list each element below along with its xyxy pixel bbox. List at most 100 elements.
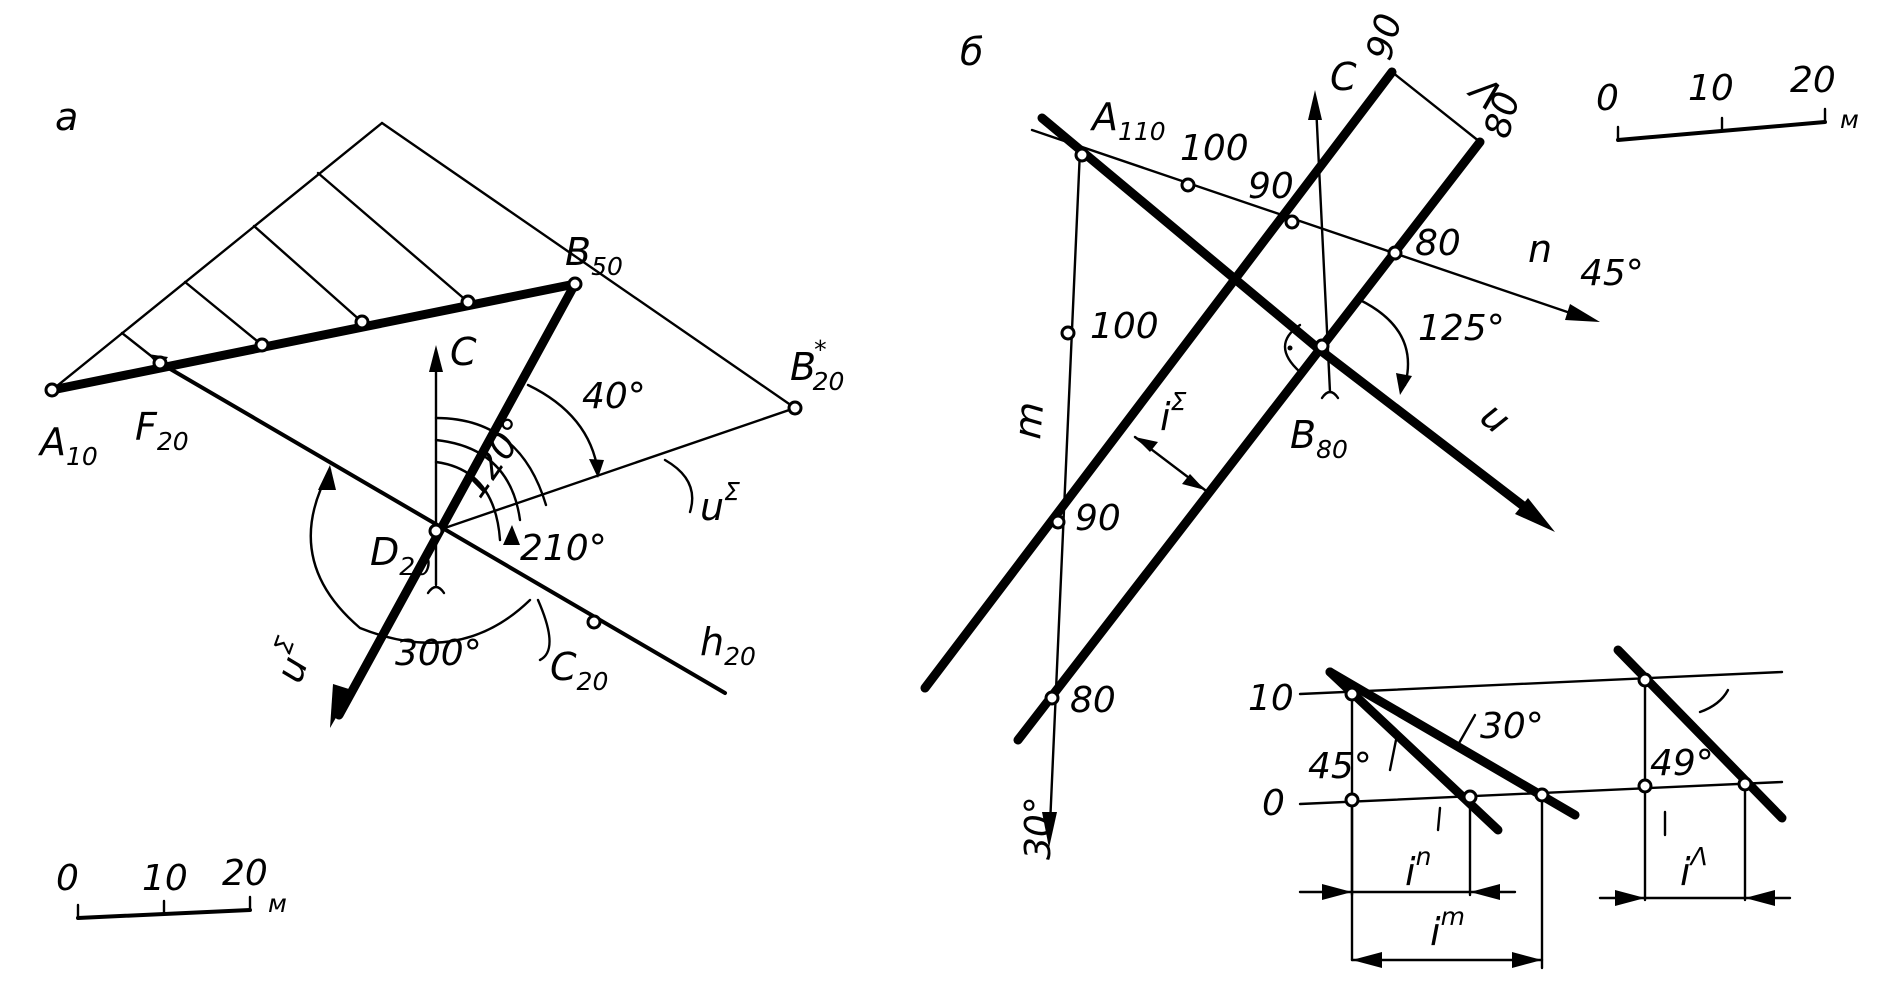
point-B50	[567, 276, 583, 292]
panel-a: а	[37, 95, 844, 920]
scale-b-unit: м	[1840, 105, 1859, 134]
line-B-D	[334, 279, 580, 720]
u-sigma-arrowhead	[330, 684, 352, 728]
angle-45-leader	[1388, 738, 1398, 772]
north-mark	[426, 585, 446, 595]
i-sigma-head-2	[1182, 474, 1205, 490]
label-north-a: С	[450, 330, 477, 374]
point-n100	[1180, 177, 1196, 193]
profile-angle-49: 49°	[1650, 743, 1714, 784]
label-north-b: С	[1330, 55, 1357, 99]
scale-a-unit: м	[268, 889, 287, 918]
dim-i-n-head-1	[1322, 884, 1352, 900]
label-D20: D20	[370, 530, 431, 581]
hatch-line-3	[252, 224, 364, 324]
point-ab-2	[354, 314, 370, 330]
label-h20: h20	[700, 620, 756, 671]
profile-angle-30: 30°	[1480, 706, 1544, 747]
arc-40-head	[589, 459, 604, 478]
label-u-sigma: uΣ	[700, 477, 740, 529]
panel-b-letter: б	[960, 30, 983, 74]
angle-40: 40°	[582, 376, 646, 417]
profile-point-m	[1534, 787, 1550, 803]
label-F20: F20	[135, 405, 189, 456]
angle-125: 125°	[1418, 308, 1505, 349]
label-n: n	[1528, 227, 1552, 271]
arc-120	[434, 416, 548, 507]
arc-300	[309, 468, 532, 644]
scale-bar-b: 0 10 20 м	[1596, 60, 1859, 142]
i-sigma-head-1	[1135, 437, 1158, 452]
point-A110	[1074, 147, 1090, 163]
point-ab-1	[254, 337, 270, 353]
label-i-lambda: iΛ	[1680, 842, 1708, 894]
right-angle-arc	[1283, 323, 1302, 374]
arc-300-end	[536, 598, 551, 662]
arc-210-head	[503, 525, 520, 545]
angle-210: 210°	[520, 528, 607, 569]
label-u: u	[1472, 393, 1519, 442]
scale-a-10: 10	[142, 858, 188, 899]
elev-n100: 100	[1180, 128, 1249, 169]
dim-i-m-head-2	[1512, 952, 1542, 968]
angle-45-b: 45°	[1580, 253, 1644, 294]
line-A-B	[47, 279, 580, 395]
arc-120b	[434, 438, 522, 522]
point-m100	[1060, 325, 1076, 341]
scale-bar-a: 0 10 20 м	[56, 853, 287, 920]
line-m	[1048, 148, 1082, 827]
triangle-right-edge	[380, 121, 797, 410]
arc-300-head	[318, 465, 336, 490]
point-n90	[1284, 214, 1300, 230]
profiles: 10 0 45° 30° in im	[1248, 645, 1792, 970]
label-i-m: im	[1430, 902, 1465, 954]
point-C20	[586, 614, 602, 630]
level-0-label: 0	[1262, 783, 1285, 824]
scale-b-20: 20	[1790, 60, 1836, 101]
profile-m-slope	[1325, 667, 1580, 820]
m-arrowhead	[1042, 812, 1057, 848]
hatch-line-4	[316, 171, 470, 304]
point-ab-3	[460, 294, 476, 310]
angle-49-arc	[1698, 688, 1730, 714]
label-u-sigma-down: uΣ	[260, 633, 323, 688]
angle-30-b: 30°	[1018, 796, 1059, 860]
label-i-sigma: iΣ	[1160, 387, 1187, 439]
profile-point-top-left	[1344, 686, 1360, 702]
arc-125	[1358, 298, 1410, 387]
profile-point-lambda-bottom	[1637, 778, 1653, 794]
level-10-label: 10	[1248, 678, 1294, 719]
i-n-leader	[1436, 806, 1442, 832]
north-arrowhead-b	[1308, 90, 1322, 120]
u-arrowhead	[1515, 498, 1555, 532]
right-angle-dot	[1287, 345, 1293, 351]
label-B50: B50	[565, 230, 623, 281]
arc-210	[434, 460, 502, 542]
u-sigma-leader	[663, 458, 694, 514]
label-A110: A110	[1089, 95, 1166, 146]
point-n80	[1387, 245, 1403, 261]
scale-a-0: 0	[56, 858, 79, 899]
profile-point-lambda-top	[1637, 672, 1653, 688]
elev-top90: 90	[1359, 9, 1410, 64]
scale-a-20: 20	[222, 853, 268, 894]
profile-point-bottom-left	[1344, 792, 1360, 808]
level-10-line	[1298, 670, 1784, 696]
point-B80	[1314, 338, 1330, 354]
dim-i-m-head-1	[1352, 952, 1382, 968]
profile-angle-45: 45°	[1308, 746, 1372, 787]
hatch-line-2	[183, 280, 264, 347]
elev-m100: 100	[1090, 306, 1159, 347]
line-n	[1030, 128, 1587, 320]
top-connector	[1390, 70, 1482, 144]
point-Bstar20	[787, 400, 803, 416]
label-C20: C20	[550, 645, 608, 696]
profile-point-n	[1462, 789, 1478, 805]
dim-i-lambda-head-2	[1745, 890, 1775, 906]
u-arrow-line	[1315, 345, 1540, 520]
point-A10	[44, 382, 60, 398]
profile-point-lambda-right	[1737, 776, 1753, 792]
contour-80-thick	[1013, 137, 1485, 745]
